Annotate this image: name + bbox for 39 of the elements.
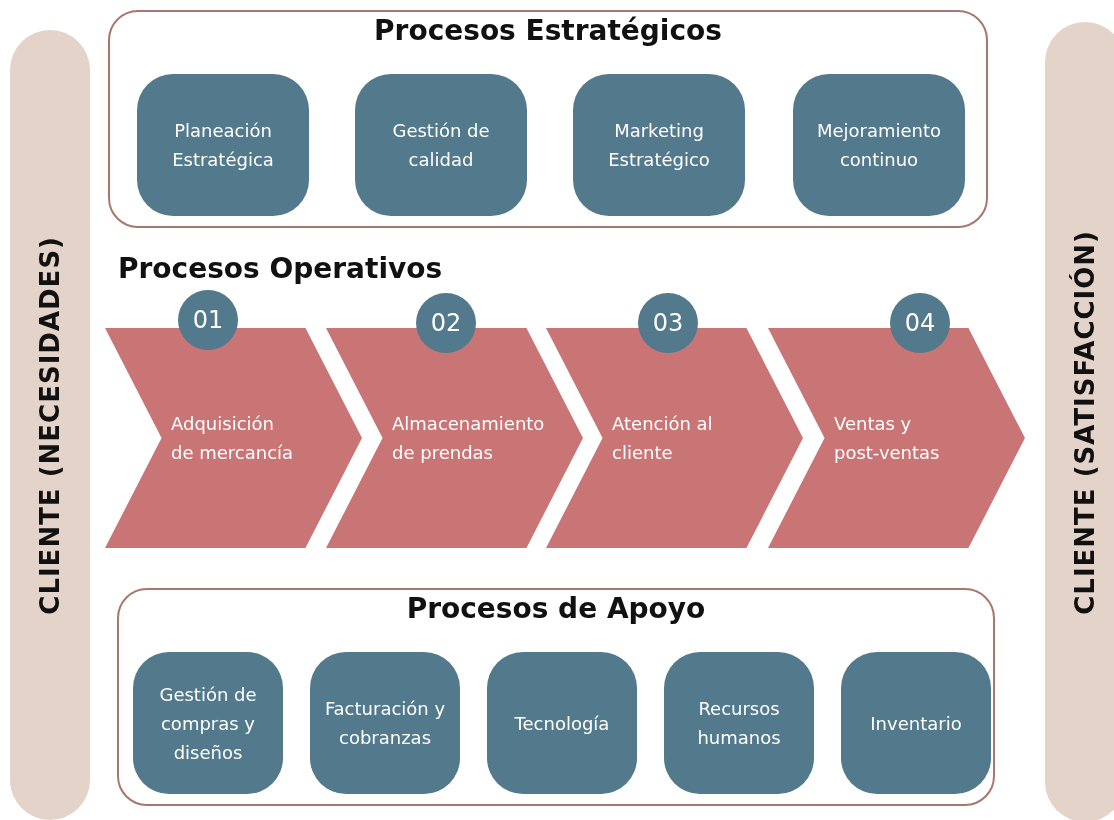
process-card: [841, 652, 991, 794]
process-label: Adquisición de mercancía: [171, 412, 295, 465]
step-number: 01: [192, 305, 224, 335]
process-card: [573, 74, 745, 216]
process-label: Marketing Estratégico: [607, 119, 711, 172]
process-label: Almacenamiento de prendas: [392, 412, 545, 465]
process-label: Gestión de compras y diseños: [158, 682, 258, 765]
step-number-circle: [416, 293, 476, 353]
process-label: Planeación Estratégica: [171, 119, 275, 172]
process-group-panel: [117, 588, 995, 806]
group-title: Procesos Estratégicos: [373, 14, 723, 47]
step-number: 03: [652, 308, 684, 338]
step-number-circle: [890, 293, 950, 353]
process-card: [487, 652, 637, 794]
process-label: Mejoramiento continuo: [815, 119, 943, 172]
client-label: CLIENTE (NECESIDADES): [35, 235, 65, 615]
process-card: [133, 652, 283, 794]
side-band: [10, 30, 90, 820]
step-number: 04: [904, 308, 936, 338]
client-label: CLIENTE (SATISFACCIÓN): [1070, 229, 1100, 615]
process-label: Ventas y post-ventas: [834, 412, 941, 465]
process-label: Tecnología: [514, 711, 610, 736]
process-card: [793, 74, 965, 216]
group-title: Procesos de Apoyo: [405, 592, 707, 625]
process-card: [310, 652, 460, 794]
process-card: [664, 652, 814, 794]
step-number-circle: [638, 293, 698, 353]
process-label: Gestión de calidad: [391, 119, 491, 172]
step-number: 02: [430, 308, 462, 338]
process-card: [355, 74, 527, 216]
process-group-panel: [108, 10, 988, 228]
process-label: Facturación y cobranzas: [323, 697, 447, 750]
process-label: Recursos humanos: [696, 697, 782, 750]
step-number-circle: [178, 290, 238, 350]
process-card: [137, 74, 309, 216]
section-heading: Procesos Operativos: [118, 252, 443, 285]
process-label: Inventario: [870, 711, 962, 736]
side-band: [1045, 22, 1114, 820]
process-label: Atención al cliente: [612, 412, 714, 465]
